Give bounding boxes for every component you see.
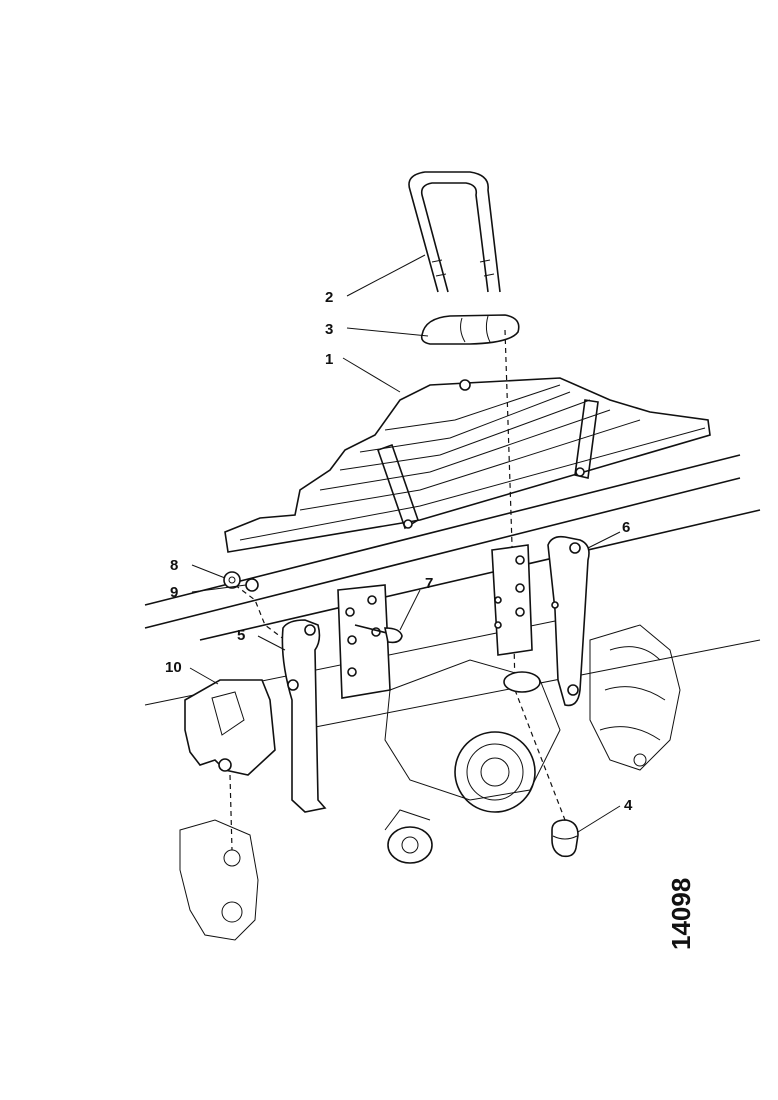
callout-4: 4: [624, 797, 633, 814]
callout-2: 2: [325, 289, 333, 306]
bolt: [354, 624, 403, 644]
right-background-bracket: [589, 624, 681, 771]
callout-9: 9: [170, 584, 178, 601]
callout-5: 5: [237, 627, 245, 644]
leaf-spring: [224, 377, 711, 553]
left-centerline: [234, 584, 286, 641]
bracket-casting: [184, 679, 276, 776]
callout-1: 1: [325, 351, 333, 368]
axle-hub: [384, 659, 561, 864]
front-hanger: [547, 535, 590, 707]
callout-8: 8: [170, 557, 178, 574]
callout-3: 3: [325, 321, 333, 338]
rear-plate: [337, 584, 391, 699]
callout-6: 6: [622, 519, 630, 536]
rubber-bushing: [551, 819, 579, 858]
callout-labels: 2 3 1 6 8 9 7 5 10 4: [165, 289, 633, 814]
rear-hanger: [281, 619, 327, 813]
leader-lines: [189, 254, 621, 833]
mounting-plate: [491, 544, 533, 656]
lower-left-hardware: [179, 774, 259, 941]
spacer-block: [420, 314, 520, 345]
callout-10: 10: [165, 659, 182, 676]
u-bolt: [408, 171, 501, 293]
figure-number: 14098: [666, 878, 696, 950]
callout-7: 7: [425, 575, 433, 592]
